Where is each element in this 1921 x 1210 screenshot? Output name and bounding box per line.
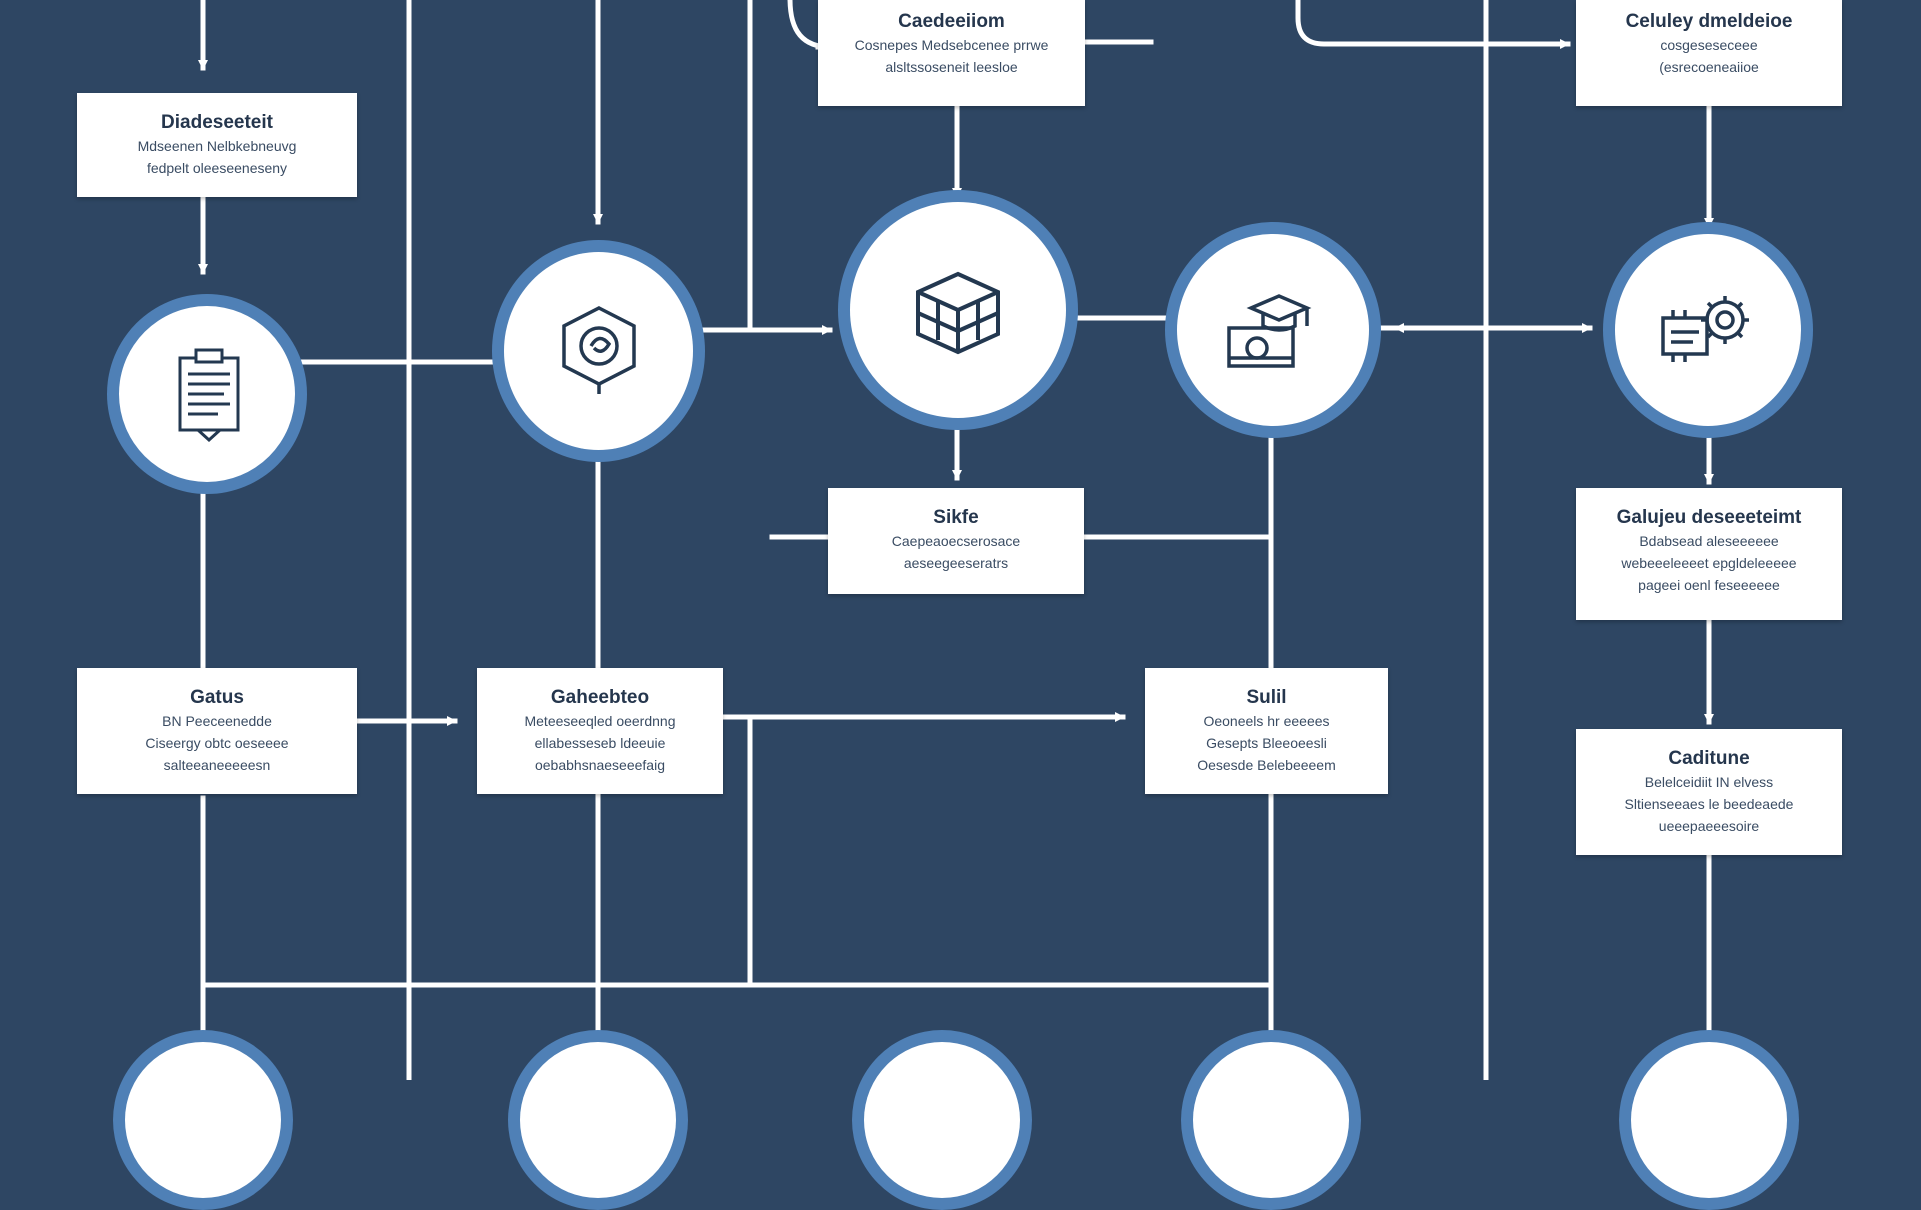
box-text: Cosnepes Medsebcenee prrwe <box>854 37 1049 53</box>
node-bottom-4 <box>1181 1030 1361 1210</box>
box-text: fedpelt oleeseeneseny <box>146 160 288 176</box>
box-text: Sltienseeaes le beedeaede <box>1624 796 1794 812</box>
box-text: ueeepaeeesoire <box>1658 818 1760 834</box>
box-title: Celuley dmeldeioe <box>1625 11 1793 32</box>
process-box-bottom-center-right: Sulil Oeoneels hr eeeees Gesepts Bleeoee… <box>1145 668 1388 794</box>
box-text: salteeaneeeeesn <box>163 757 271 773</box>
connector-lines <box>198 0 1714 1080</box>
node-bottom-3 <box>852 1030 1032 1210</box>
node-bottom-5 <box>1619 1030 1799 1210</box>
node-gear-chip <box>1603 222 1813 438</box>
document-icon <box>178 348 240 443</box>
node-bottom-2 <box>508 1030 688 1210</box>
box-title: Sulil <box>1246 687 1287 708</box>
box-title: Caditune <box>1668 748 1750 769</box>
box-text: cosgeseseceee <box>1660 37 1758 53</box>
box-text: Oeoneels hr eeeees <box>1203 713 1330 729</box>
box-text: oebabhsnaeseeefaig <box>534 757 665 773</box>
box-text: Gesepts Bleeoeesli <box>1206 735 1327 751</box>
box-title: Sikfe <box>933 507 979 528</box>
box-text: Meteeseeqled oeerdnng <box>524 713 676 729</box>
box-text: aeseegeeseratrs <box>903 555 1009 571</box>
process-box-center: Sikfe Caepeaoecserosace aeseegeeseratrs <box>828 488 1084 594</box>
box-text: ellabesseseb ldeeuie <box>534 735 666 751</box>
process-box-bottom-left: Gatus BN Peeceenedde Ciseergy obtc oesee… <box>77 668 357 794</box>
box-text: Ciseergy obtc oeseeee <box>145 735 289 751</box>
box-text: Bdabsead aleseeeeee <box>1639 533 1779 549</box>
node-bottom-1 <box>113 1030 293 1210</box>
process-box-top-center: Caedeeiiom Cosnepes Medsebcenee prrwe al… <box>818 0 1085 106</box>
graduation-cap-icon <box>1227 294 1312 368</box>
box-text: Oesesde Belebeeeem <box>1197 757 1336 773</box>
process-box-top-left: Diadeseeteit Mdseenen Nelbkebneuvg fedpe… <box>77 93 357 197</box>
box-title: Caedeeiiom <box>898 11 1005 32</box>
box-text: alsltssoseneit leesloe <box>885 59 1018 75</box>
box-text: Mdseenen Nelbkebneuvg <box>137 138 297 154</box>
process-box-bottom-right: Caditune Belelceidiit IN elvess Sltiense… <box>1576 729 1842 855</box>
isometric-box-icon <box>916 271 1000 355</box>
node-cube-eye <box>492 240 705 462</box>
box-text: (esrecoeneaiioe <box>1659 59 1759 75</box>
box-title: Diadeseeteit <box>161 112 273 133</box>
box-title: Galujeu deseeeteimt <box>1616 507 1802 528</box>
cube-eye-icon <box>562 306 636 394</box>
process-box-right-middle: Galujeu deseeeteimt Bdabsead aleseeeeee … <box>1576 488 1842 620</box>
node-isometric-box <box>838 190 1078 430</box>
box-text: BN Peeceenedde <box>162 713 272 729</box>
box-title: Gaheebteo <box>550 687 650 708</box>
gear-chip-icon <box>1661 296 1749 362</box>
node-graduation-cap <box>1165 222 1381 438</box>
box-text: pageei oenl feseeeeee <box>1638 577 1780 593</box>
process-box-bottom-center-left: Gaheebteo Meteeseeqled oeerdnng ellabess… <box>477 668 723 794</box>
process-box-top-right: Celuley dmeldeioe cosgeseseceee (esrecoe… <box>1576 0 1842 106</box>
box-text: webeeeleeeet epgldeleeeee <box>1621 555 1797 571</box>
box-title: Gatus <box>190 687 244 708</box>
box-text: Caepeaoecserosace <box>891 533 1021 549</box>
node-document <box>107 294 307 494</box>
box-text: Belelceidiit IN elvess <box>1644 774 1774 790</box>
